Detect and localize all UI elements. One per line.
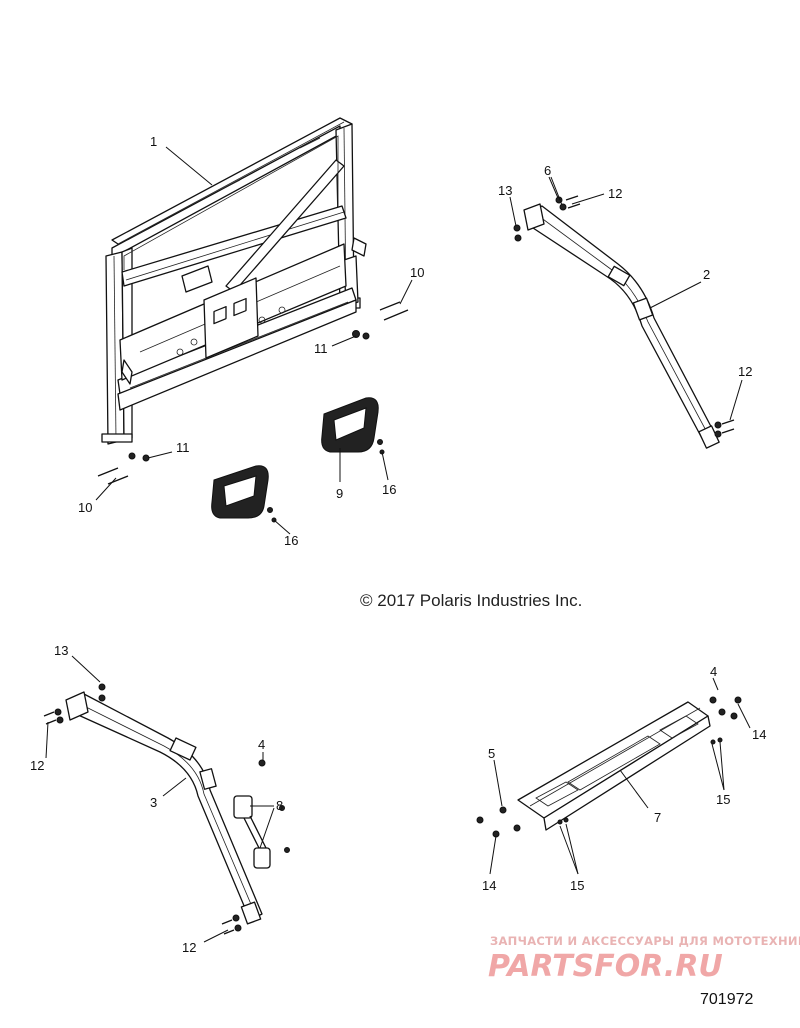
callout-4-top: 4 (710, 664, 717, 679)
part-1-cab-frame (101, 117, 367, 445)
callout-12-left: 12 (30, 758, 44, 773)
callout-14-left: 14 (482, 878, 496, 893)
document-number: 701972 (700, 991, 753, 1008)
callout-13-top: 13 (498, 183, 512, 198)
callout-11-left: 11 (176, 440, 190, 455)
callout-11-right: 11 (314, 341, 328, 356)
callout-15-right: 15 (716, 792, 730, 807)
frame-hardware (97, 301, 409, 485)
leader-lines (45, 146, 751, 943)
callout-16-right: 16 (382, 482, 396, 497)
callout-14-right: 14 (752, 727, 766, 742)
part-8-strap (233, 759, 290, 869)
part-9-grab-handle (211, 397, 385, 523)
callout-1: 1 (150, 134, 157, 149)
callout-2: 2 (703, 267, 710, 282)
callout-5: 5 (488, 746, 495, 761)
callout-8: 8 (276, 798, 283, 813)
callout-labels: 1 2 3 4 4 5 6 7 8 9 10 10 11 11 12 12 12… (30, 134, 766, 955)
callout-15-left: 15 (570, 878, 584, 893)
callout-12-bottom: 12 (182, 940, 196, 955)
part-2-right-roll-bar (513, 195, 735, 449)
callout-3: 3 (150, 795, 157, 810)
watermark: ЗАПЧАСТИ И АКСЕССУАРЫ ДЛЯ МОТОТЕХНИКИ PA… (488, 934, 800, 984)
watermark-tagline: ЗАПЧАСТИ И АКСЕССУАРЫ ДЛЯ МОТОТЕХНИКИ (490, 934, 800, 948)
callout-10-left: 10 (78, 500, 92, 515)
callout-13-left: 13 (54, 643, 68, 658)
callout-7: 7 (654, 810, 661, 825)
copyright-text: © 2017 Polaris Industries Inc. (360, 591, 582, 610)
callout-12-top: 12 (608, 186, 622, 201)
callout-10-right: 10 (410, 265, 424, 280)
watermark-brand: PARTSFOR.RU (488, 949, 723, 984)
callout-6: 6 (544, 163, 551, 178)
part-3-left-roll-bar (43, 683, 263, 935)
callout-9: 9 (336, 486, 343, 501)
callout-4-left: 4 (258, 737, 265, 752)
callout-16-left: 16 (284, 533, 298, 548)
callout-12-right: 12 (738, 364, 752, 379)
part-7-rear-panel (476, 696, 742, 838)
